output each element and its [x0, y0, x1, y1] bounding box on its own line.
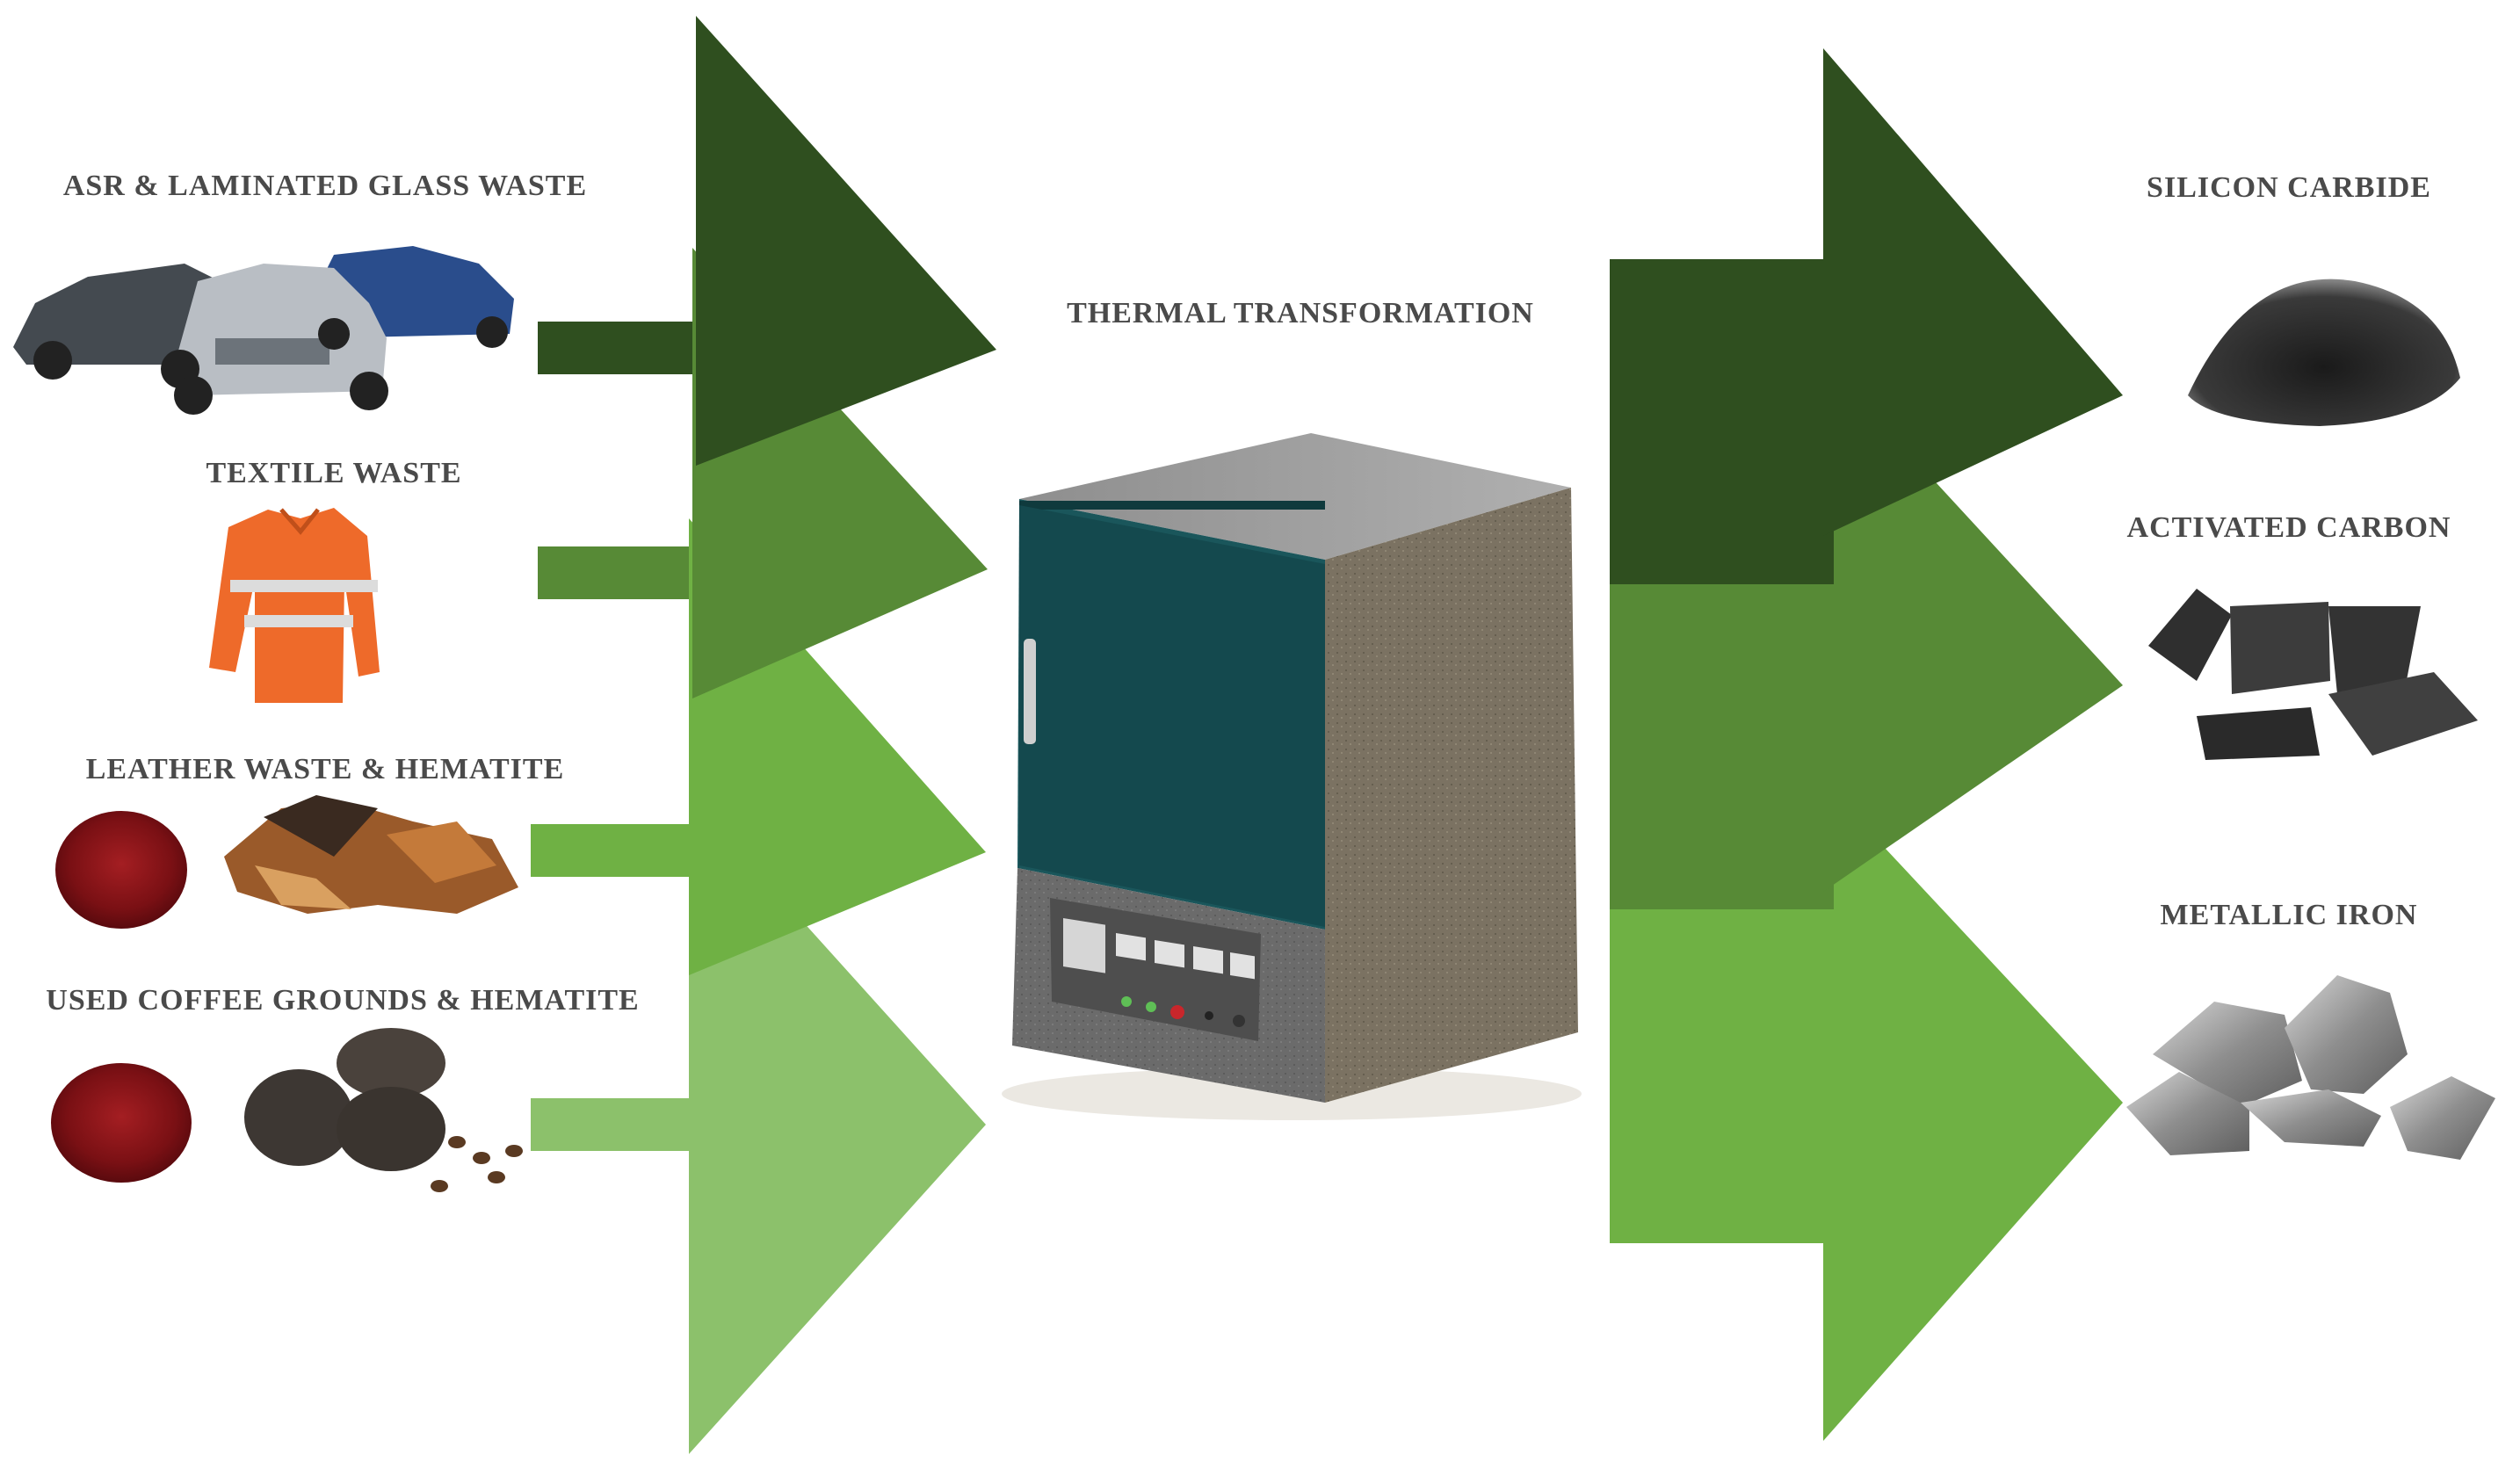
muffle-furnace-icon: [1002, 433, 1582, 1120]
input-arrows: [531, 16, 996, 1454]
output-arrow-2-stem: [1610, 584, 1834, 909]
output-label-2: ACTIVATED CARBON: [2126, 511, 2451, 544]
diagram-title: THERMAL TRANSFORMATION: [1067, 297, 1534, 329]
output-arrow-3-stem: [1610, 909, 1834, 1243]
output-arrows: [1610, 48, 2123, 1441]
output-label-3: METALLIC IRON: [2160, 899, 2418, 931]
output-arrow-1-head: [1823, 48, 2123, 536]
orange-workwear-shirt-icon: [209, 508, 380, 703]
leather-scraps-hematite-icon: [55, 795, 518, 929]
input-arrow-3-stem: [531, 824, 689, 877]
iron-chunks-icon: [2126, 975, 2495, 1160]
input-label-4: USED COFFEE GROUNDS & HEMATITE: [46, 984, 640, 1017]
input-arrow-4-head: [689, 795, 986, 1454]
carbon-blocks-icon: [2148, 589, 2478, 760]
output-label-1: SILICON CARBIDE: [2147, 171, 2431, 204]
black-powder-pile-icon: [2188, 279, 2460, 426]
input-label-2: TEXTILE WASTE: [206, 457, 462, 489]
output-arrow-1-stem: [1610, 259, 1834, 584]
input-arrow-1-stem: [538, 322, 696, 374]
input-label-3: LEATHER WASTE & HEMATITE: [85, 753, 565, 785]
coffee-grounds-hematite-icon: [51, 1028, 523, 1192]
input-arrow-4-stem: [531, 1098, 689, 1151]
crashed-cars-icon: [13, 246, 514, 415]
input-label-1: ASR & LAMINATED GLASS WASTE: [62, 170, 588, 202]
output-arrow-3-head: [1823, 782, 2123, 1441]
furnace-door-handle: [1024, 639, 1036, 744]
input-arrow-2-stem: [538, 546, 696, 599]
input-arrow-1-head: [696, 16, 996, 466]
